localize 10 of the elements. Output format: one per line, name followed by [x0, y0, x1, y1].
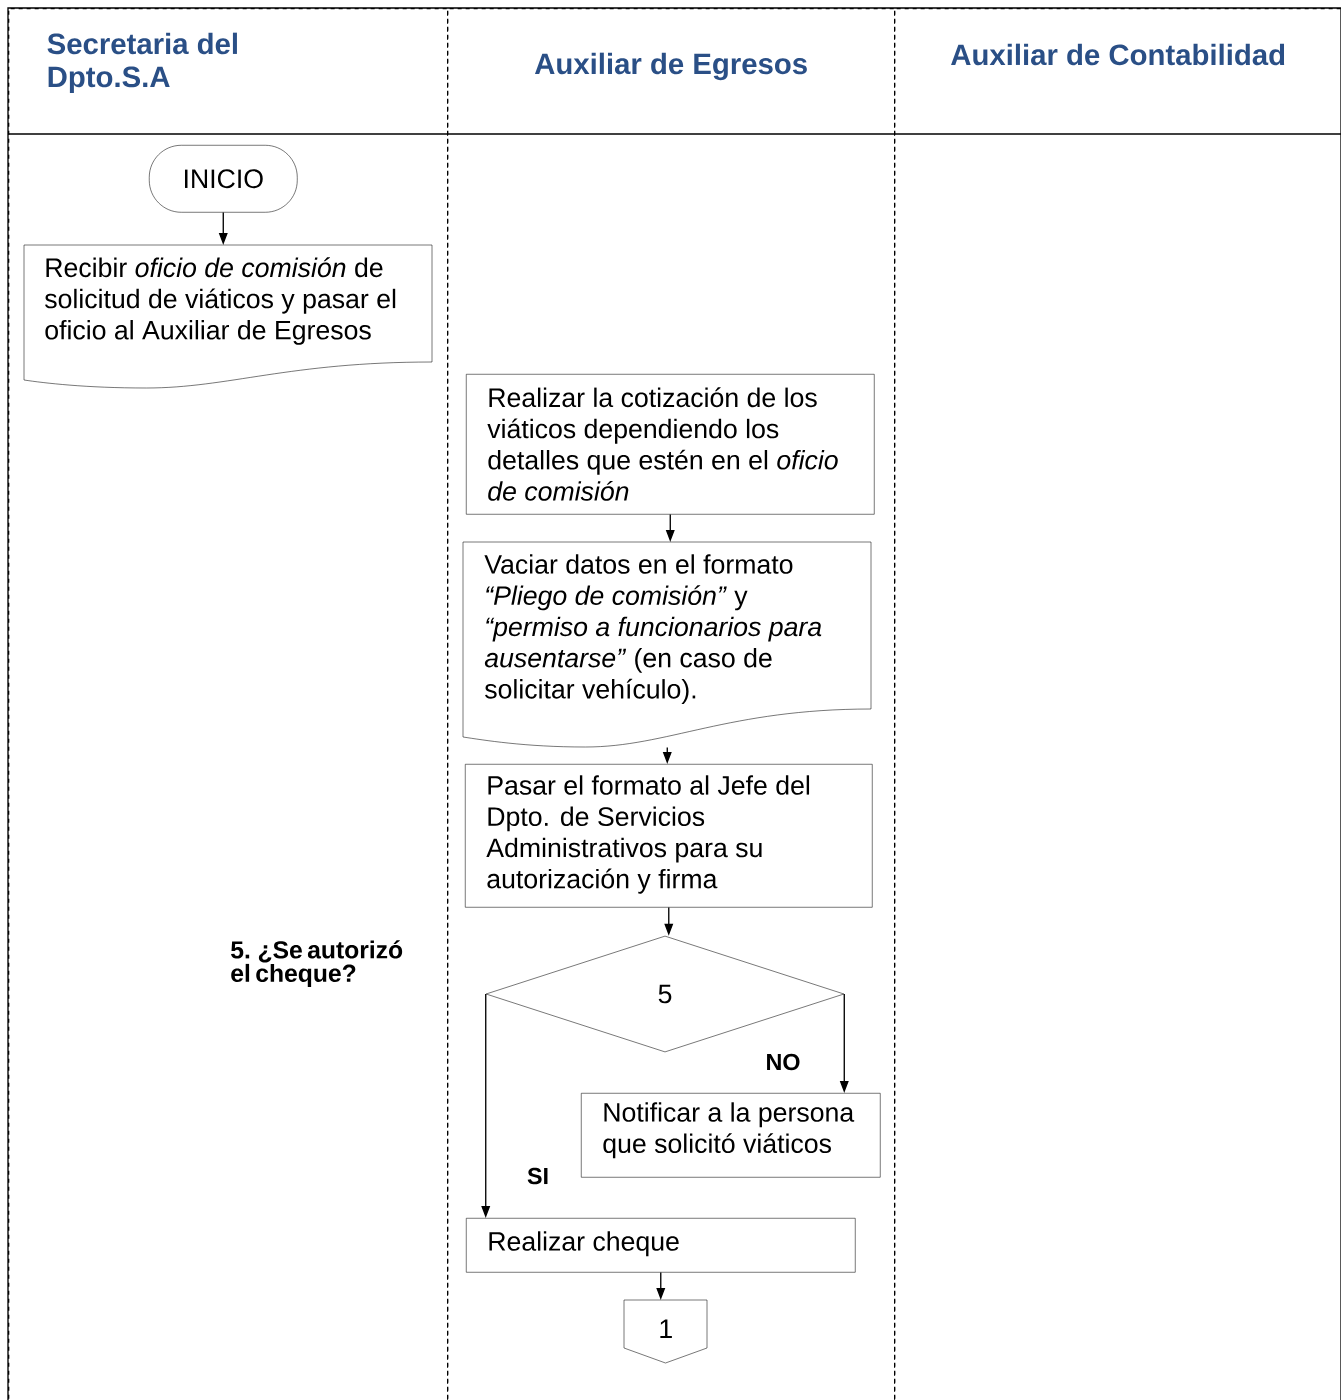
question-text: 5. ¿Se autorizó el cheque?: [231, 940, 403, 987]
process-box: Notificar a la persona que solicitó viáticos: [581, 1093, 881, 1178]
start-terminal: INICIO: [149, 145, 298, 213]
process-box: Realizar la cotización de los viáticos dependiendo los detalles que estén en el oficio de comisión: [466, 374, 875, 515]
offpage-connector: 1: [623, 1299, 708, 1364]
process-box: Pasar el formato al Jefe del Dpto. de Servicios Administrativos para su autorización y firma: [465, 764, 873, 908]
swimlane: Auxiliar de Contabilidad: [894, 8, 1341, 1400]
process-box: Realizar cheque: [466, 1218, 856, 1273]
edge-label: NO: [764, 1052, 802, 1072]
edge-label: SI: [525, 1166, 551, 1186]
